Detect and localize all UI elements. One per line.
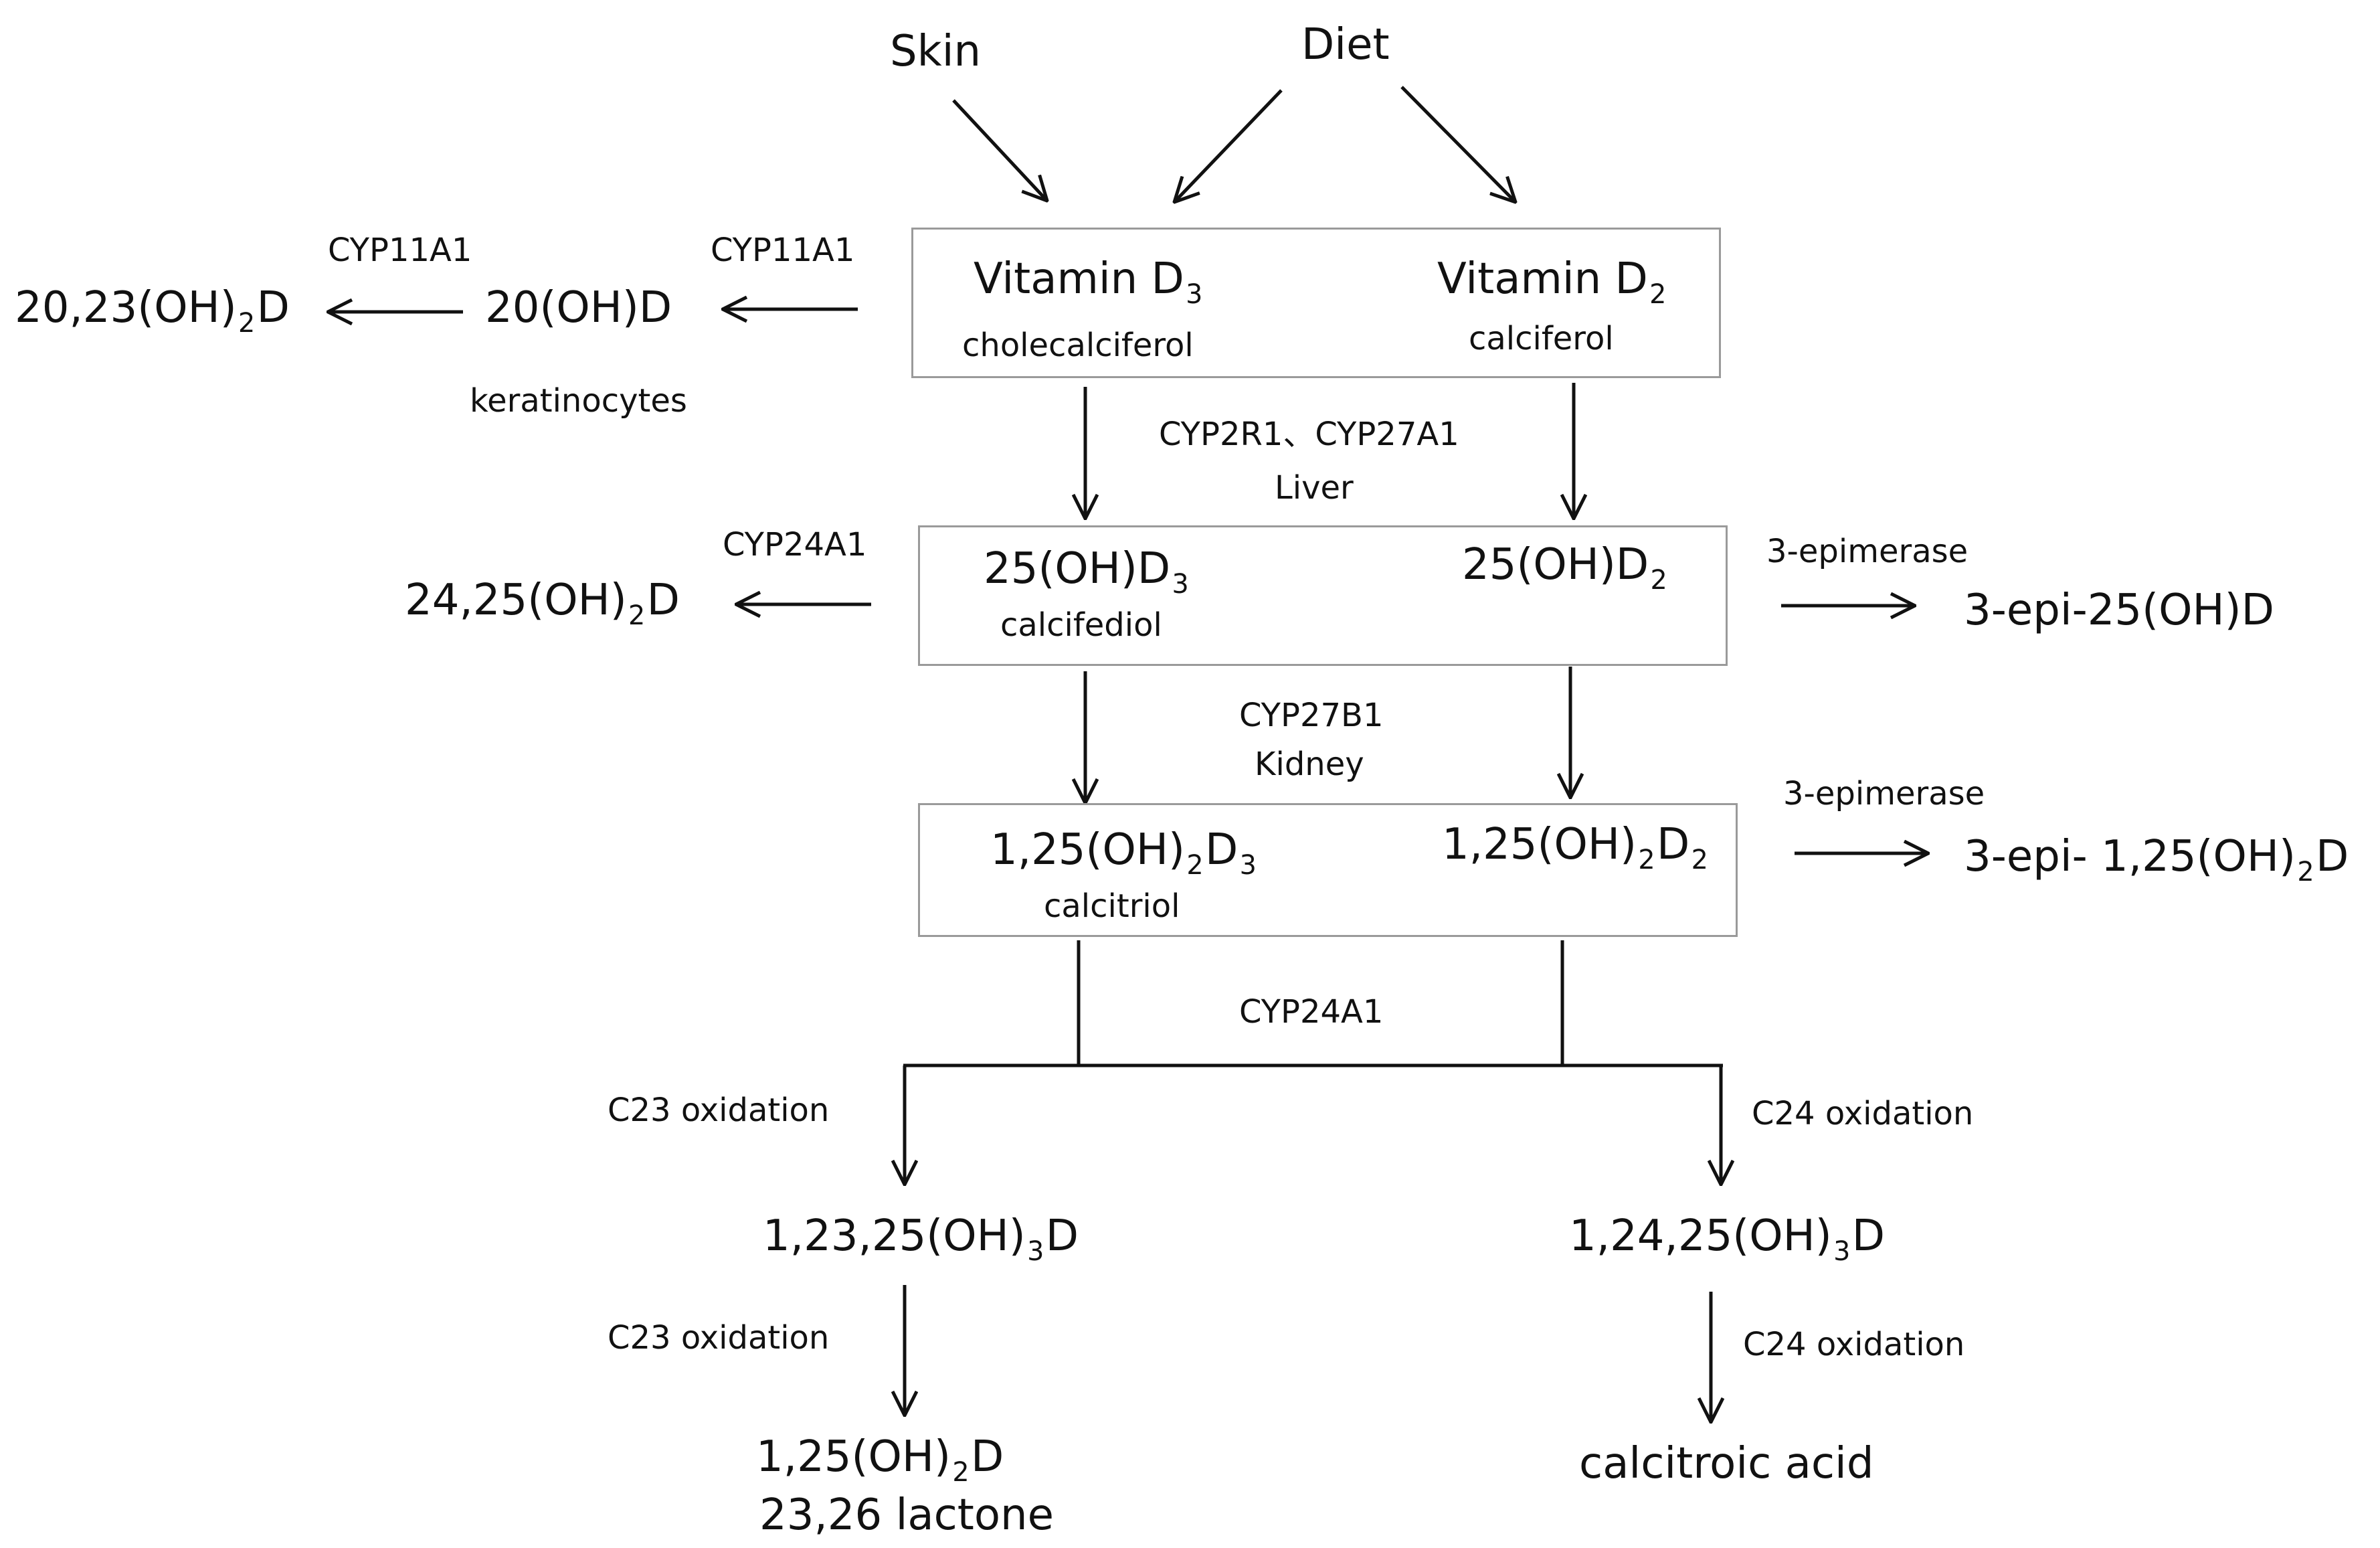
lactone-product-line2: 23,26 lactone [759, 1490, 1054, 1540]
source-skin: Skin [890, 27, 982, 76]
lactone-product-line1: 1,25(OH)2D [756, 1436, 1004, 1486]
arrow-diet-to-d2 [1400, 86, 1516, 202]
epimerase-label-1: 3-epimerase [1766, 533, 1969, 570]
vitamin-d3-sub: 3 [1186, 279, 1203, 311]
125ohd3-pre: 1,25(OH) [990, 825, 1185, 875]
25ohd3-main: 25(OH)D [984, 544, 1171, 594]
2023ohd-pre: 20,23(OH) [15, 283, 237, 333]
source-diet: Diet [1301, 20, 1390, 70]
calcifediol-label: calcifediol [1000, 606, 1162, 644]
arrow-skin-to-d3 [952, 99, 1047, 201]
vitamin-d2-main: Vitamin D [1437, 254, 1648, 304]
box-125ohd [918, 803, 1738, 937]
lactone-post: D [970, 1432, 1004, 1482]
12325-sub: 3 [1027, 1236, 1044, 1268]
c24-oxidation-label-2: C24 oxidation [1743, 1326, 1965, 1363]
liver-enzymes-label: CYP2R1、CYP27A1 [1159, 416, 1459, 453]
2425ohd-post: D [646, 576, 680, 625]
epimerase-label-2: 3-epimerase [1783, 775, 1985, 812]
cyp24a1-label-left: CYP24A1 [723, 526, 867, 564]
3epi125-pre: 3-epi- 1,25(OH) [1964, 832, 2296, 881]
12325-pre: 1,23,25(OH) [763, 1211, 1026, 1261]
lactone-pre: 1,25(OH) [756, 1432, 951, 1482]
125ohd2-pre: 1,25(OH) [1442, 820, 1637, 869]
3epi125-post: D [2315, 832, 2349, 881]
12425-pre: 1,24,25(OH) [1569, 1211, 1832, 1261]
3epi125-sub: 2 [2297, 857, 2314, 888]
125ohd2-label: 1,25(OH)2D2 [1442, 820, 1710, 873]
c24-oxidation-label-1: C24 oxidation [1752, 1095, 1974, 1132]
25ohd3-sub: 3 [1172, 569, 1189, 600]
25ohd2-sub: 2 [1650, 565, 1667, 596]
25ohd2-label: 25(OH)D2 [1462, 543, 1669, 594]
3epi125ohd-product: 3-epi- 1,25(OH)2D [1964, 832, 2349, 885]
125ohd3-label: 1,25(OH)2D3 [990, 829, 1258, 879]
vitamin-d3-label: Vitamin D3 [974, 258, 1204, 308]
2023ohd-post: D [256, 283, 290, 333]
arrow-diet-to-d3 [1174, 89, 1283, 202]
125ohd2-sub1: 2 [1638, 845, 1655, 876]
2425ohd-pre: 24,25(OH) [405, 576, 627, 625]
c23-oxidation-label-2: C23 oxidation [608, 1319, 830, 1357]
cyp11a1-label-right: CYP11A1 [711, 232, 855, 269]
vitamin-d3-main: Vitamin D [974, 254, 1184, 304]
calcitroic-acid-product: calcitroic acid [1579, 1439, 1874, 1488]
keratinocytes-label: keratinocytes [470, 382, 687, 420]
vitamin-d2-label: Vitamin D2 [1437, 258, 1668, 308]
125ohd3-mid: D [1204, 825, 1239, 875]
2425ohd-product: 24,25(OH)2D [405, 576, 680, 629]
12425-sub: 3 [1833, 1236, 1851, 1268]
calcitriol-label: calcitriol [1044, 887, 1180, 925]
12325-post: D [1045, 1211, 1079, 1261]
2023ohd-sub: 2 [238, 308, 256, 339]
12425-post: D [1851, 1211, 1885, 1261]
12425ohd-product: 1,24,25(OH)3D [1569, 1215, 1885, 1265]
vitamin-d2-sub: 2 [1649, 279, 1667, 311]
12325ohd-product: 1,23,25(OH)3D [763, 1215, 1079, 1265]
125ohd3-sub1: 2 [1186, 850, 1204, 881]
cholecalciferol-label: cholecalciferol [962, 327, 1194, 364]
cyp11a1-label-left: CYP11A1 [328, 232, 472, 269]
2425ohd-sub: 2 [628, 600, 646, 632]
25ohd2-main: 25(OH)D [1462, 540, 1649, 590]
125ohd2-mid: D [1656, 820, 1690, 869]
3epi25ohd-product: 3-epi-25(OH)D [1964, 586, 2274, 635]
box-25ohd [918, 525, 1728, 666]
125ohd2-sub2: 2 [1691, 845, 1708, 876]
2023ohd-product: 20,23(OH)2D [15, 286, 290, 337]
c23-oxidation-label-1: C23 oxidation [608, 1092, 830, 1129]
liver-label: Liver [1275, 469, 1354, 507]
calciferol-label: calciferol [1469, 320, 1614, 357]
20ohd-product: 20(OH)D [485, 283, 672, 333]
kidney-enzyme-label: CYP27B1 [1239, 697, 1384, 734]
lactone-sub: 2 [952, 1457, 970, 1488]
25ohd3-label: 25(OH)D3 [984, 547, 1190, 598]
box-vitamin-d [911, 228, 1721, 378]
cyp24a1-label-bottom: CYP24A1 [1239, 993, 1384, 1031]
125ohd3-sub2: 3 [1239, 850, 1257, 881]
kidney-label: Kidney [1255, 746, 1364, 783]
